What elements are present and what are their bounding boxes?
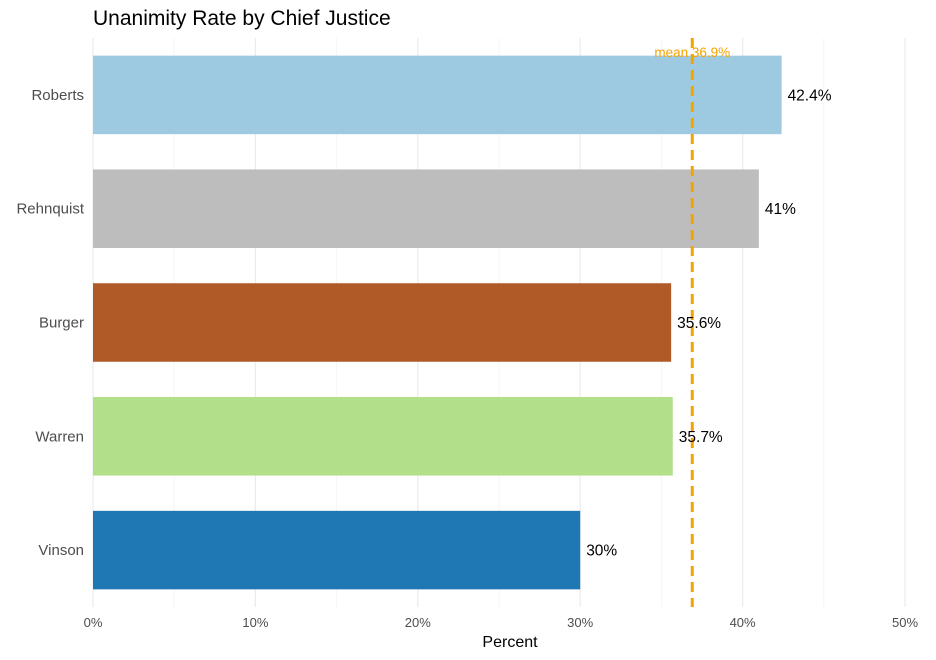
x-tick-label: 40% — [730, 615, 756, 630]
bar — [93, 169, 759, 248]
x-tick-label: 50% — [892, 615, 918, 630]
x-axis-title: Percent — [482, 634, 538, 651]
category-label: Rehnquist — [16, 201, 84, 218]
category-label: Vinson — [38, 542, 84, 559]
bar — [93, 55, 782, 135]
bars — [93, 55, 782, 590]
mean-label: mean 36.9% — [654, 45, 730, 60]
x-tick-label: 0% — [84, 615, 103, 630]
data-label: 41% — [765, 201, 796, 218]
data-label: 35.6% — [677, 315, 721, 332]
bar — [93, 283, 672, 362]
bar — [93, 397, 673, 476]
mean-reference: mean 36.9% — [654, 38, 730, 607]
bar — [93, 510, 581, 590]
labels: 0% 10% 20% 30% 40% 50% Roberts 42.4% Rehnquist 41… — [16, 87, 918, 630]
x-tick-label: 30% — [567, 615, 593, 630]
data-label: 35.7% — [679, 429, 723, 446]
category-label: Roberts — [31, 87, 84, 104]
data-label: 30% — [586, 543, 617, 560]
category-label: Warren — [35, 428, 84, 445]
data-label: 42.4% — [788, 87, 832, 104]
category-label: Burger — [39, 315, 84, 332]
chart-title: Unanimity Rate by Chief Justice — [93, 7, 391, 30]
x-tick-label: 20% — [405, 615, 431, 630]
x-tick-label: 10% — [242, 615, 268, 630]
